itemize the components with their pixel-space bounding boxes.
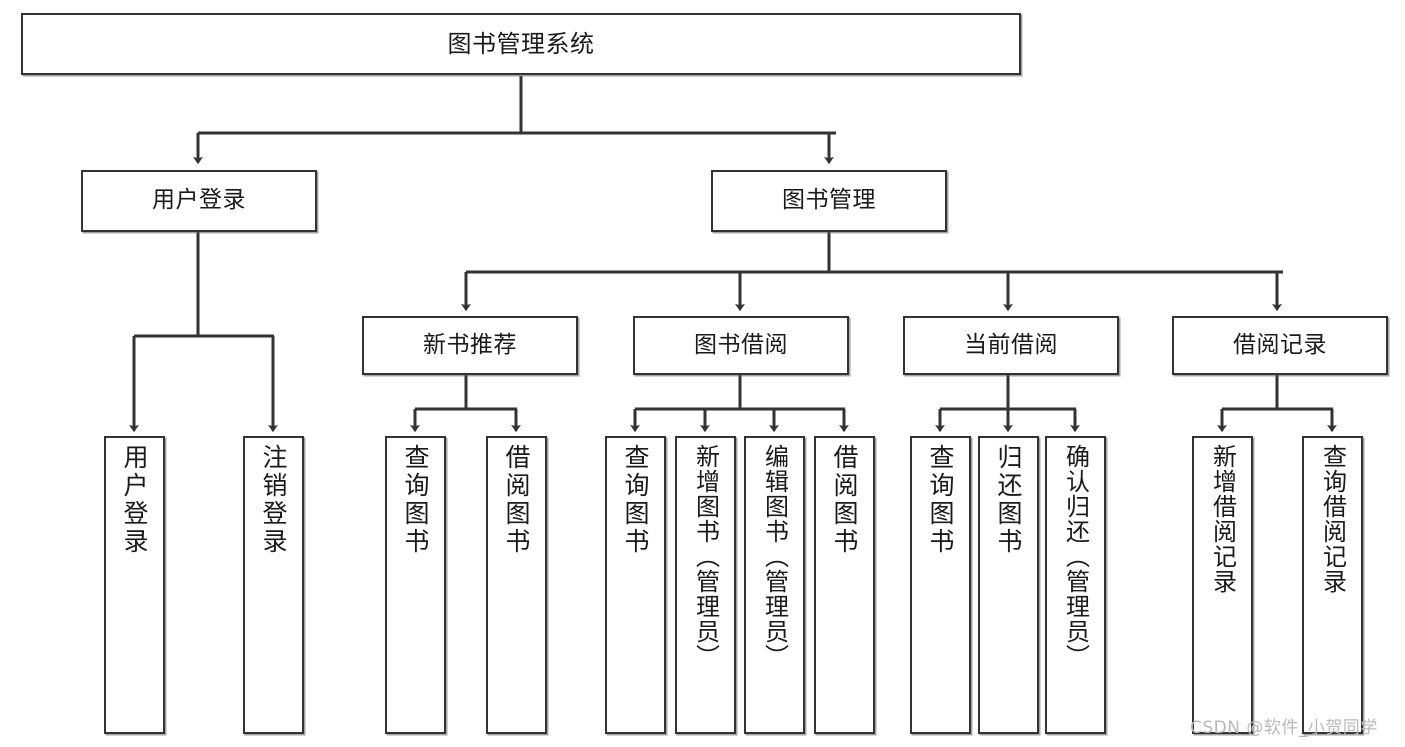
node-new-book-recommend-label: 新书推荐 — [423, 331, 517, 358]
node-leaf-return-book[interactable]: 归还图书 — [978, 436, 1039, 734]
node-leaf-search-book-recommend[interactable]: 查询图书 — [385, 436, 446, 734]
node-book-management[interactable]: 图书管理 — [711, 170, 947, 232]
node-root-label: 图书管理系统 — [447, 29, 595, 58]
node-leaf-add-book-admin[interactable]: 新增图书（管理员） — [675, 436, 736, 734]
csdn-watermark: CSDN @软件_小贺同学 — [1190, 718, 1378, 738]
node-leaf-search-book-current-label: 查询图书 — [926, 444, 955, 556]
node-leaf-edit-book-admin-label: 编辑图书（管理员） — [760, 444, 789, 669]
node-book-management-label: 图书管理 — [782, 187, 876, 214]
node-leaf-confirm-return-admin-label: 确认归还（管理员） — [1061, 444, 1090, 669]
node-leaf-search-book-borrow[interactable]: 查询图书 — [605, 436, 666, 734]
node-leaf-search-book-recommend-label: 查询图书 — [401, 444, 430, 556]
node-leaf-search-borrow-record-label: 查询借阅记录 — [1318, 444, 1347, 594]
node-leaf-add-book-admin-label: 新增图书（管理员） — [691, 444, 720, 669]
node-leaf-borrow-book[interactable]: 借阅图书 — [814, 436, 875, 734]
node-leaf-logout-label: 注销登录 — [259, 444, 288, 556]
node-user-login-label: 用户登录 — [152, 187, 246, 214]
node-leaf-edit-book-admin[interactable]: 编辑图书（管理员） — [744, 436, 805, 734]
node-leaf-return-book-label: 归还图书 — [994, 444, 1023, 556]
node-root-book-management-system[interactable]: 图书管理系统 — [21, 13, 1021, 75]
node-leaf-search-book-current[interactable]: 查询图书 — [910, 436, 971, 734]
node-leaf-borrow-book-label: 借阅图书 — [830, 444, 859, 556]
node-borrow-record-label: 借阅记录 — [1233, 331, 1327, 358]
node-leaf-borrow-book-recommend[interactable]: 借阅图书 — [486, 436, 547, 734]
node-book-borrow[interactable]: 图书借阅 — [633, 316, 849, 375]
node-leaf-confirm-return-admin[interactable]: 确认归还（管理员） — [1045, 436, 1106, 734]
node-borrow-record[interactable]: 借阅记录 — [1172, 316, 1388, 375]
node-book-borrow-label: 图书借阅 — [694, 331, 788, 358]
node-leaf-add-borrow-record-label: 新增借阅记录 — [1208, 444, 1237, 594]
node-leaf-search-book-borrow-label: 查询图书 — [621, 444, 650, 556]
node-leaf-logout[interactable]: 注销登录 — [243, 436, 304, 734]
node-current-borrow-label: 当前借阅 — [964, 331, 1058, 358]
node-leaf-add-borrow-record[interactable]: 新增借阅记录 — [1192, 436, 1253, 734]
node-current-borrow[interactable]: 当前借阅 — [903, 316, 1119, 375]
node-leaf-user-login[interactable]: 用户登录 — [104, 436, 165, 734]
node-user-login[interactable]: 用户登录 — [81, 170, 317, 232]
node-leaf-borrow-book-recommend-label: 借阅图书 — [502, 444, 531, 556]
node-leaf-user-login-label: 用户登录 — [120, 444, 149, 556]
node-new-book-recommend[interactable]: 新书推荐 — [362, 316, 578, 375]
node-leaf-search-borrow-record[interactable]: 查询借阅记录 — [1302, 436, 1363, 734]
